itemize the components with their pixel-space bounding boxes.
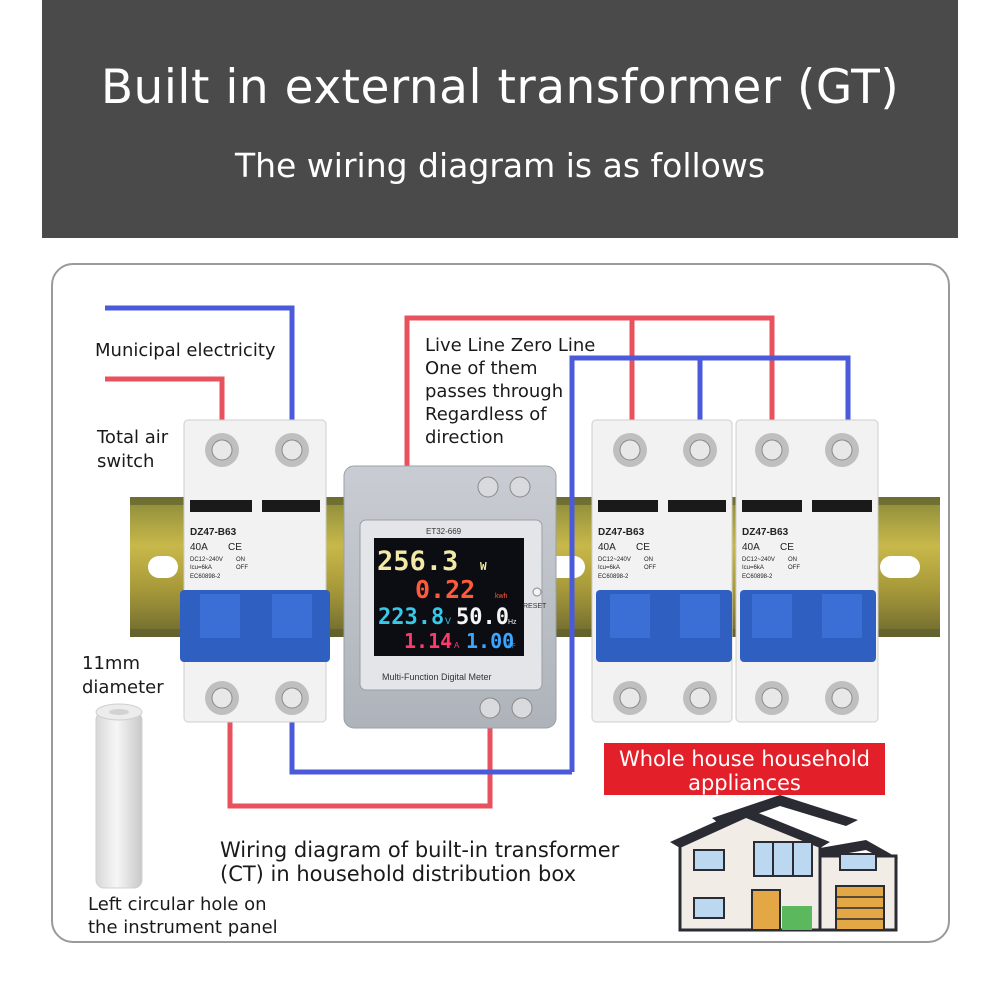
meter-model: ET32-669 [426,527,462,536]
breaker-spec: DC12~240V [742,557,775,563]
breaker-branch-1 [591,419,733,723]
breaker-main [180,419,330,723]
breaker-on: ON [644,557,653,563]
breaker-rating: 40A [598,542,616,553]
meter-frequency: 50.0 [456,605,509,630]
meter-power-unit: W [480,560,487,573]
meter-pf-unit: PF [508,644,516,650]
label-live-zero-line5: direction [425,427,504,448]
live-wire-top [404,315,775,468]
label-diameter-line2: diameter [82,677,164,698]
reset-button [532,587,542,597]
page-title: Built in external transformer (GT) [100,60,900,115]
label-left-hole-line1: Left circular hole on [88,894,267,915]
label-live-zero-line1: Live Line Zero Line [425,335,596,356]
label-live-zero-line3: passes through [425,381,564,402]
breaker-rating: 40A [190,542,208,553]
meter-name: Multi-Function Digital Meter [382,672,492,682]
breaker-std: EC60898-2 [742,574,773,580]
appliances-banner: Whole house household appliances [604,743,885,795]
transformer-tube [95,703,143,889]
appliances-line1: Whole house household [618,747,870,771]
meter-power: 256.3 [377,546,458,577]
digital-meter: ET32-669 256.3 W 0.22 kwh 223.8 V 50.0 H… [343,465,557,729]
label-left-hole-line2: the instrument panel [88,917,278,938]
meter-energy: 0.22 [415,575,475,604]
breaker-icu: Icu=6kA [598,565,620,571]
label-live-zero-line2: One of them [425,358,538,379]
wires [105,305,851,809]
live-wire-in [105,376,225,420]
label-live-zero-line4: Regardless of [425,404,547,425]
breaker-on: ON [236,557,245,563]
breaker-off: OFF [644,565,656,571]
breaker-std: EC60898-2 [598,574,629,580]
label-total-air-switch-line1: Total air [97,427,169,448]
live-wire-bottom [227,722,493,809]
breaker-ce: CE [228,542,242,553]
label-diameter-line1: 11mm [82,653,140,674]
breaker-off: OFF [236,565,248,571]
meter-pf: 1.00 [466,629,514,653]
breaker-spec: DC12~240V [190,557,223,563]
breaker-branch-2 [735,419,879,723]
breaker-rating: 40A [742,542,760,553]
meter-voltage: 223.8 [378,605,444,630]
caption-line1: Wiring diagram of built-in transformer [220,838,620,862]
label-total-air-switch-line2: switch [97,451,155,472]
breaker-model: DZ47-B63 [742,527,789,538]
page-subtitle: The wiring diagram is as follows [234,146,766,185]
label-municipal-electricity: Municipal electricity [95,340,276,361]
breaker-model: DZ47-B63 [598,527,645,538]
breaker-off: OFF [788,565,800,571]
neutral-wire-bottom [289,722,572,775]
neutral-wire-in [105,305,295,420]
breaker-std: EC60898-2 [190,574,221,580]
meter-frequency-unit: Hz [508,619,517,626]
meter-current: 1.14 [404,629,452,653]
meter-voltage-unit: V [445,616,451,626]
house-icon [670,795,898,932]
header-banner: Built in external transformer (GT) The w… [42,0,958,238]
breaker-spec: DC12~240V [598,557,631,563]
neutral-wire-top [569,355,851,772]
breaker-ce: CE [780,542,794,553]
meter-current-unit: A [454,641,460,650]
breaker-model: DZ47-B63 [190,527,237,538]
breaker-ce: CE [636,542,650,553]
breaker-on: ON [788,557,797,563]
breaker-icu: Icu=6kA [742,565,764,571]
meter-reset-label: RESET [523,603,547,610]
caption-line2: (CT) in household distribution box [220,862,577,886]
breaker-icu: Icu=6kA [190,565,212,571]
appliances-line2: appliances [688,771,801,795]
meter-screen [374,538,524,656]
breaker-prints: DZ47-B63 40A CE DC12~240V Icu=6kA EC6089… [190,527,800,580]
meter-energy-unit: kwh [495,593,508,600]
